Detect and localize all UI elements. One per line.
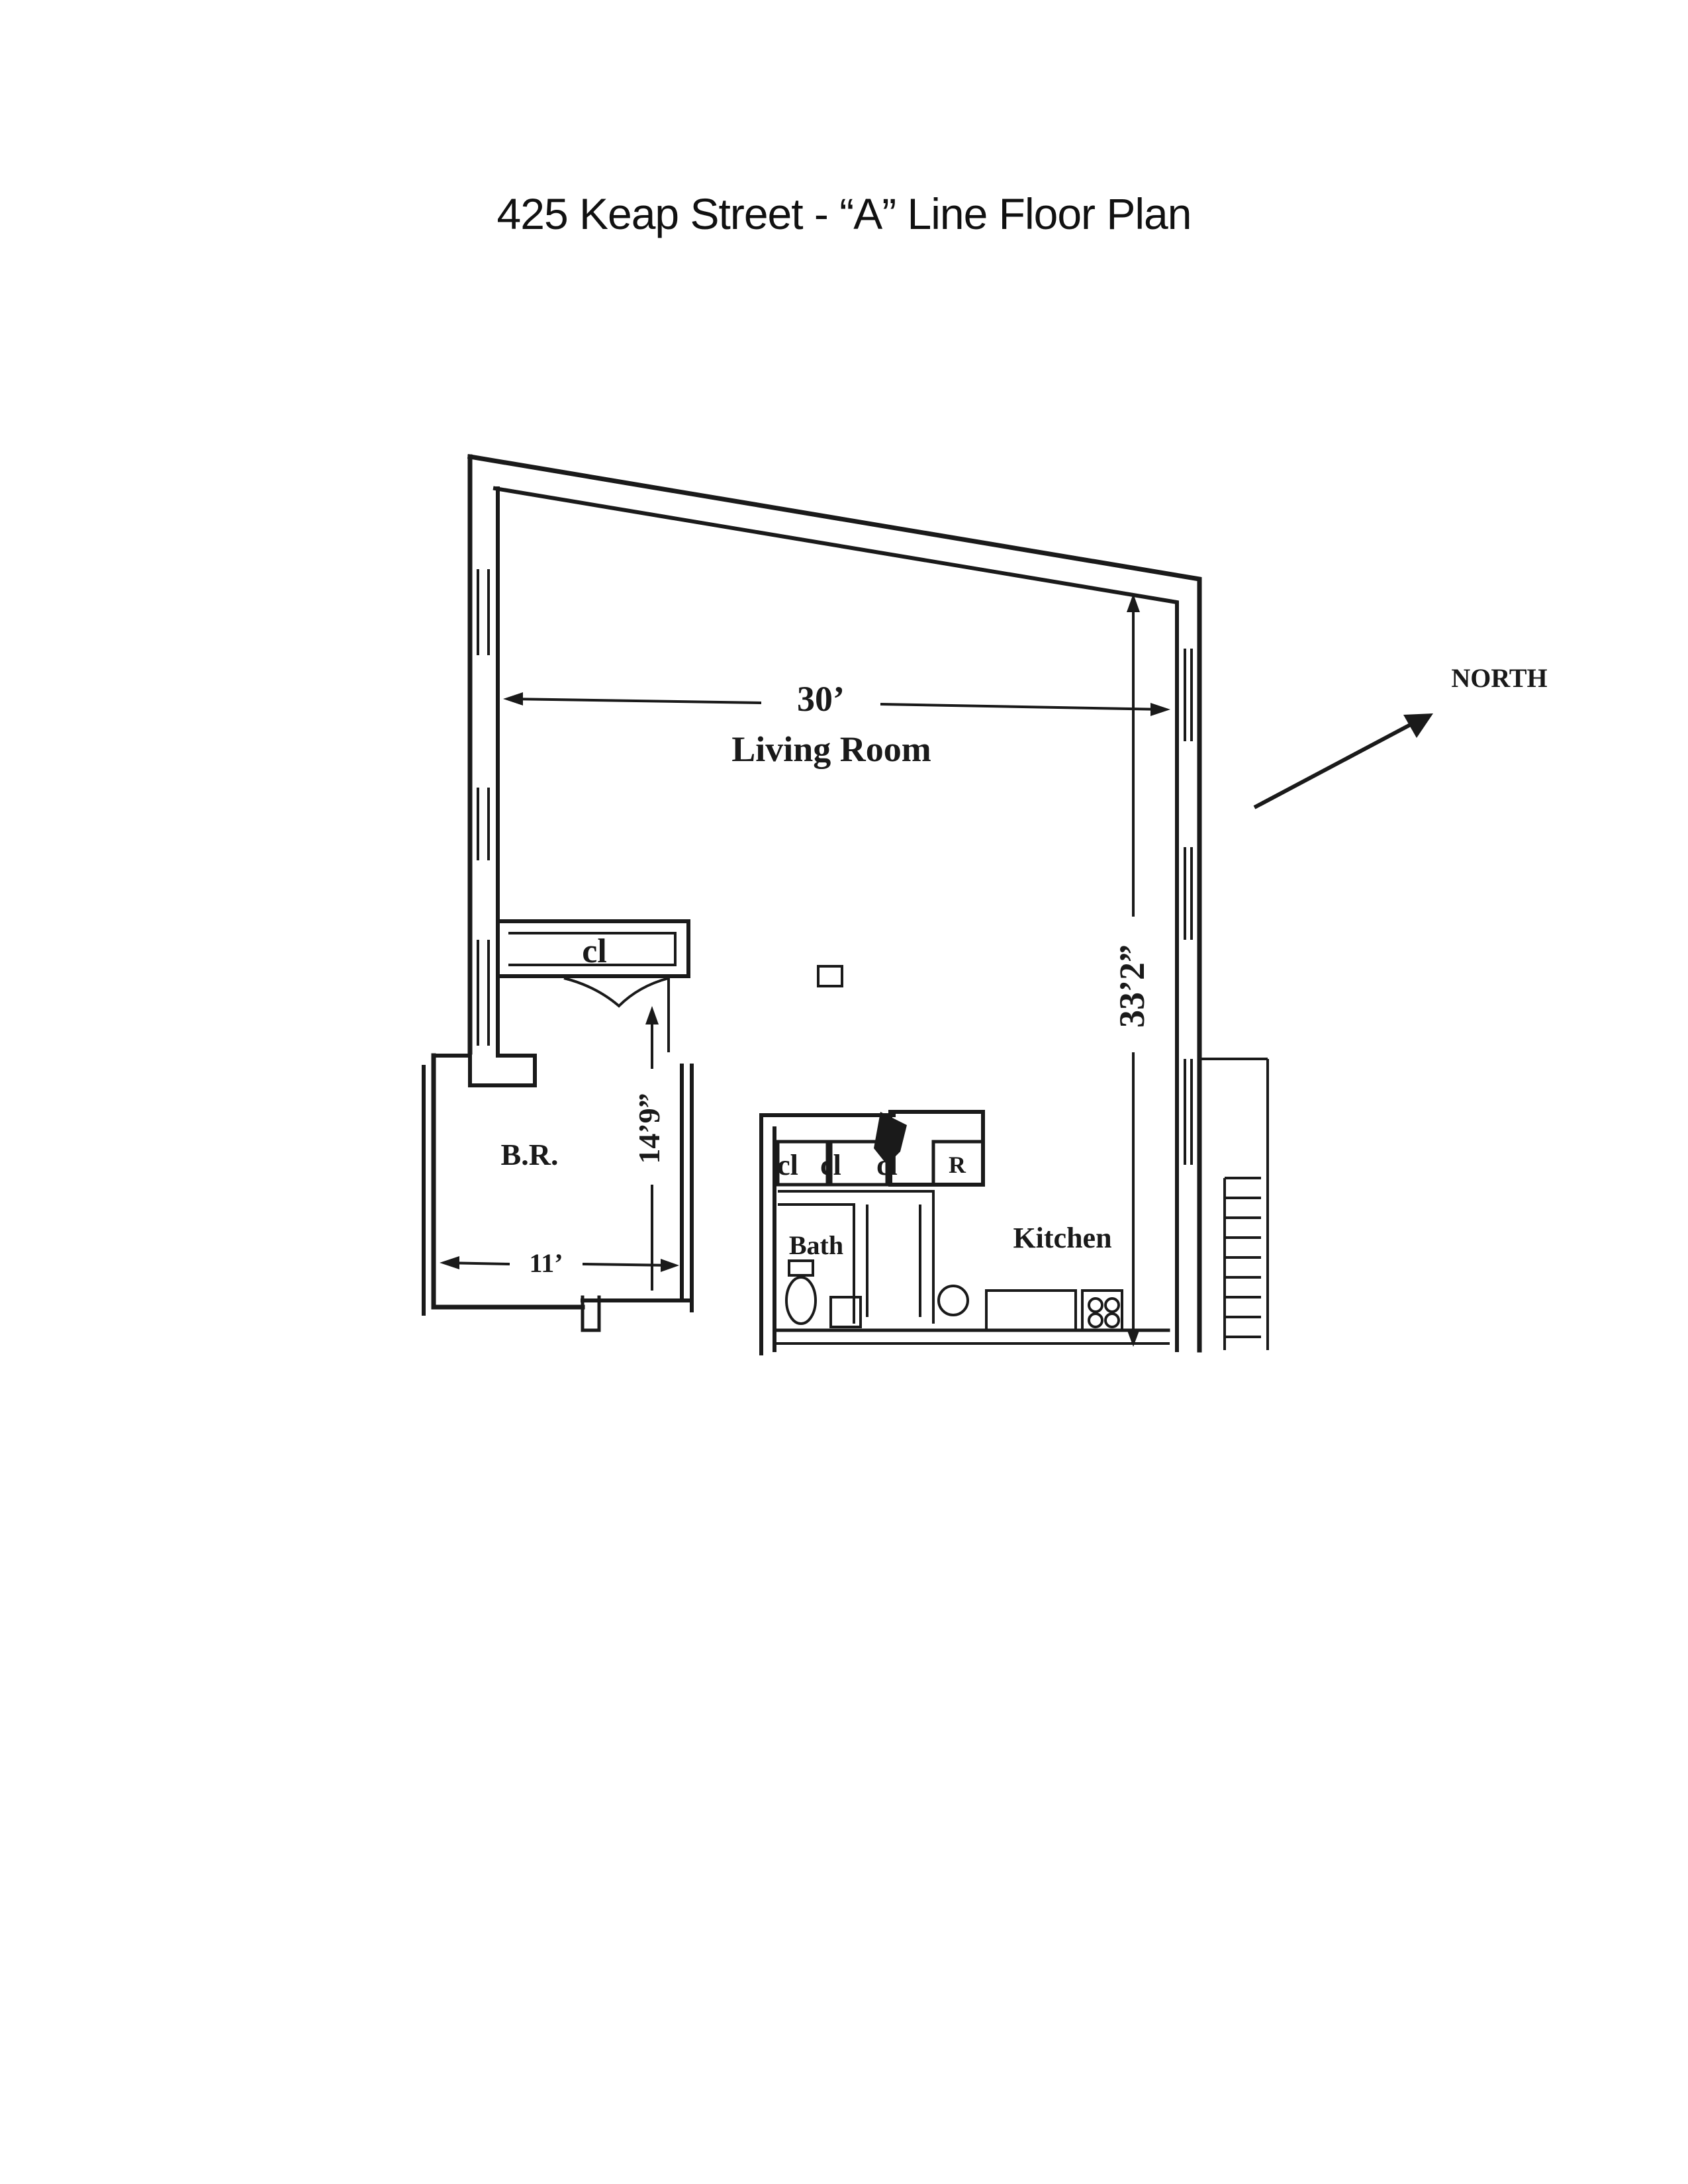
bedroom-label: B.R.	[501, 1138, 559, 1171]
living-room-width-label: 30’	[797, 679, 845, 719]
column-marker	[817, 965, 843, 987]
living-room-width-dimension	[503, 692, 1170, 716]
small-closet-3-label: cl	[876, 1149, 898, 1181]
refrigerator-label: R	[949, 1152, 966, 1178]
stairs	[1199, 1058, 1269, 1350]
bedroom-length-label: 14’9”	[632, 1093, 666, 1163]
small-closet-1-label: cl	[777, 1149, 798, 1181]
north-arrow-icon	[1253, 713, 1433, 809]
page-title: 425 Keap Street - “A” Line Floor Plan	[496, 189, 1192, 238]
north-label: NORTH	[1451, 663, 1547, 693]
core-walls	[759, 1110, 1170, 1355]
bedroom-walls	[422, 1053, 694, 1332]
bedroom-width-dimension	[440, 1256, 679, 1272]
living-room-length-dimension	[1127, 594, 1140, 1347]
living-room-walls	[467, 453, 1202, 1353]
closet-label: cl	[582, 933, 607, 970]
bedroom-width-label: 11’	[529, 1248, 563, 1278]
bedroom-length-dimension	[645, 1006, 659, 1291]
bath-label: Bath	[789, 1230, 843, 1260]
small-closet-2-label: cl	[820, 1149, 841, 1181]
kitchen-label: Kitchen	[1013, 1222, 1111, 1254]
closet-walls	[496, 919, 690, 1052]
living-room-length-label: 33’2”	[1112, 944, 1152, 1028]
living-room-label: Living Room	[731, 729, 931, 769]
